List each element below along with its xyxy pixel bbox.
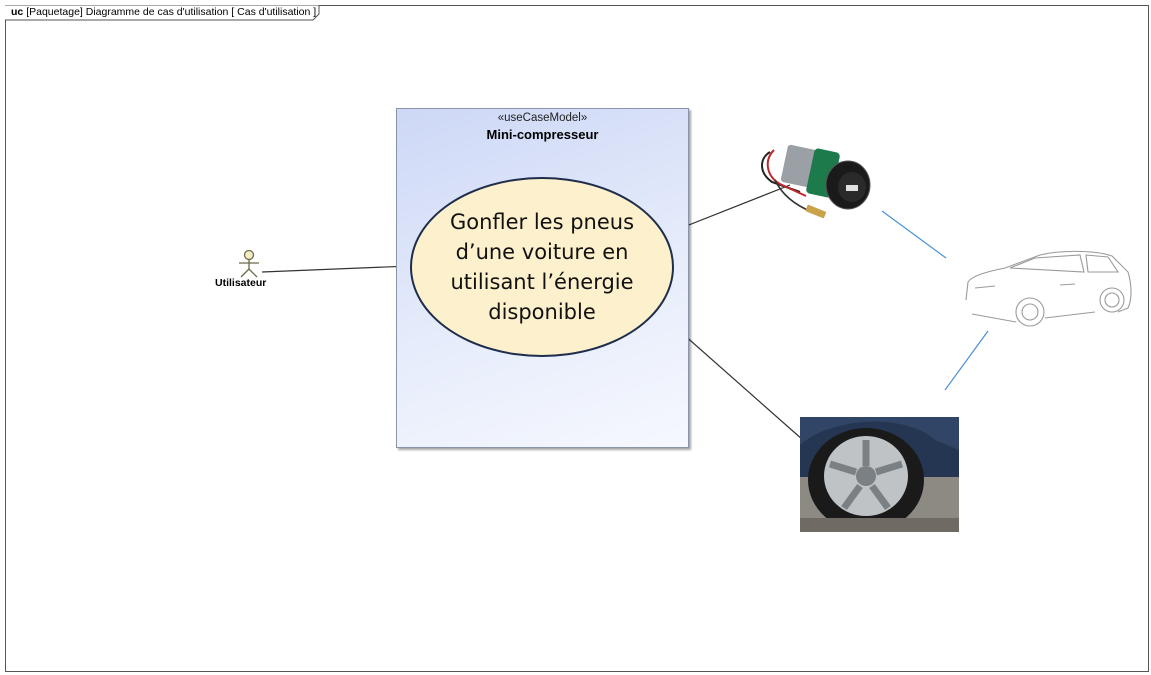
car-sketch-image — [966, 251, 1131, 326]
flat-tire-photo — [800, 417, 959, 532]
subject-stereotype: «useCaseModel» — [397, 112, 688, 124]
subject-name: Mini-compresseur — [397, 127, 688, 142]
cigarette-lighter-socket-image — [762, 144, 870, 218]
actor-association-line — [262, 266, 410, 272]
car-tire-link — [945, 331, 988, 390]
use-case-ellipse[interactable]: Gonfler les pneus d’une voiture en utili… — [410, 177, 674, 357]
actor-name: Utilisateur — [215, 277, 266, 289]
socket-car-link — [882, 211, 946, 258]
use-case-label: Gonfler les pneus d’une voiture en utili… — [442, 207, 642, 327]
actor-stick-figure — [239, 251, 259, 278]
